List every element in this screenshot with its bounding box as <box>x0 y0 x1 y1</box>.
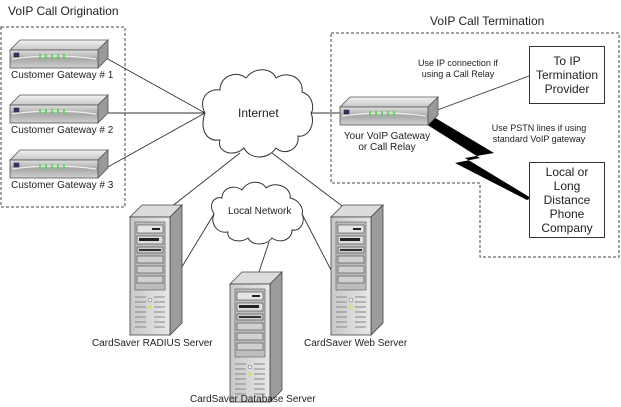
link-local-radius <box>176 213 215 276</box>
database-server-label: CardSaver Database Server <box>190 394 316 405</box>
ip-termination-provider-box: To IP Termination Provider <box>529 46 605 104</box>
link-gw1-internet <box>105 57 206 114</box>
customer-gateway-1-device <box>9 39 109 69</box>
pstn-lightning-bolt <box>426 116 531 200</box>
radius-server-label: CardSaver RADIUS Server <box>92 338 213 349</box>
link-gateway-ip-provider <box>431 75 530 113</box>
link-local-web <box>301 213 332 271</box>
customer-gateway-3-device <box>9 149 109 179</box>
web-server-label: CardSaver Web Server <box>304 338 408 349</box>
origination-region <box>0 26 126 208</box>
internet-cloud <box>202 69 314 158</box>
local-network-cloud <box>211 181 304 245</box>
radius-server-tower <box>129 204 183 336</box>
link-gw3-internet <box>105 112 206 169</box>
internet-label: Internet <box>238 106 279 120</box>
customer-gateway-3-label: Customer Gateway # 3 <box>11 180 114 191</box>
origination-title: VoIP Call Origination <box>8 4 119 18</box>
termination-title: VoIP Call Termination <box>430 14 545 28</box>
pstn-note: Use PSTN lines if using standard VoIP ga… <box>491 123 587 144</box>
termination-region <box>330 32 620 258</box>
customer-gateway-2-label: Customer Gateway # 2 <box>11 125 114 136</box>
web-server-tower <box>330 204 384 336</box>
phone-company-box: Local or Long Distance Phone Company <box>529 162 605 238</box>
local-network-label: Local Network <box>228 206 292 217</box>
your-voip-gateway-device <box>339 96 439 126</box>
database-server-tower <box>229 271 283 403</box>
ip-connection-note: Use IP connection if using a Call Relay <box>418 58 498 79</box>
customer-gateway-2-device <box>9 94 109 124</box>
customer-gateway-1-label: Customer Gateway # 1 <box>11 70 114 81</box>
your-voip-gateway-label: Your VoIP Gateway or Call Relay <box>343 131 431 153</box>
